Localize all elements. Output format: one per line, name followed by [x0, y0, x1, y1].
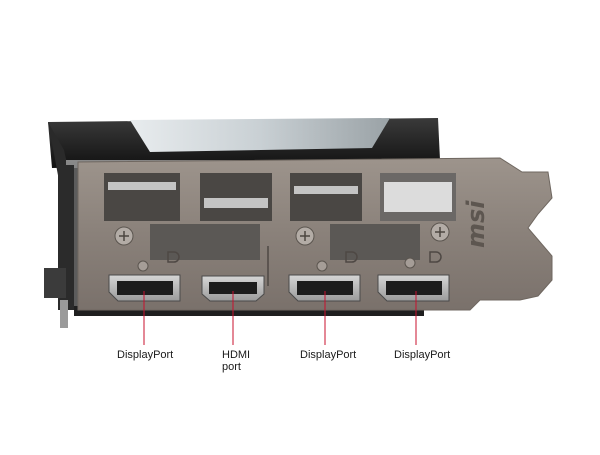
port-screws	[137, 257, 416, 272]
bracket-vents	[104, 173, 456, 260]
card-side	[44, 165, 424, 328]
displayport-connector	[108, 274, 181, 302]
svg-text:msi: msi	[462, 200, 490, 248]
bracket-screws	[114, 222, 450, 246]
label-hdmi-port: HDMI port	[222, 349, 251, 373]
label-displayport-1: DisplayPort	[117, 349, 174, 361]
io-ports	[108, 274, 450, 302]
callout-lines	[143, 291, 417, 345]
heatsink-through-vents	[108, 182, 452, 212]
engraved-port-icons	[167, 246, 442, 286]
displayport-connector	[288, 274, 361, 302]
cooler-shroud	[48, 118, 440, 186]
displayport-connector	[377, 274, 450, 302]
hdmi-connector	[201, 275, 265, 302]
label-displayport-2: DisplayPort	[300, 349, 357, 361]
msi-logo-icon: msi	[462, 200, 490, 248]
label-displayport-3: DisplayPort	[394, 349, 451, 361]
